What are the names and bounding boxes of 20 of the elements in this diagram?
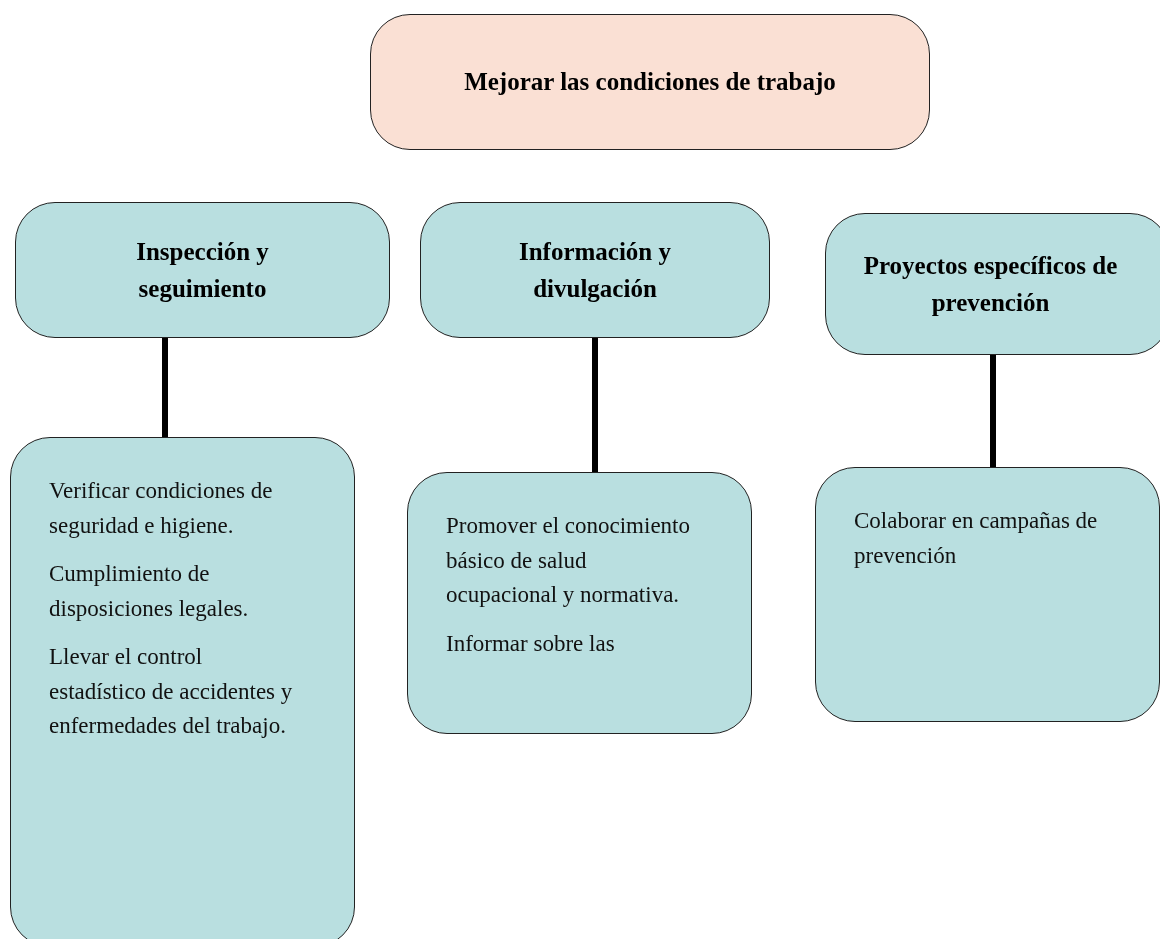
rounded-box xyxy=(407,472,752,734)
rounded-box xyxy=(370,14,930,150)
box-heading: Mejorar las condiciones de trabajo xyxy=(464,67,836,98)
box-heading: Inspección y seguimiento xyxy=(135,236,270,304)
box-text: Promover el conocimiento básico de salud ocupacional y normativa. xyxy=(446,512,691,609)
box-heading: Información y divulgación xyxy=(517,236,673,304)
rounded-box xyxy=(420,202,770,338)
box-text: Colaborar en campañas de prevención xyxy=(854,507,1099,570)
box-text: Cumplimiento de disposiciones legales. xyxy=(49,560,250,623)
rounded-box xyxy=(825,213,1160,355)
connector-line xyxy=(990,355,996,467)
box-heading: Proyectos específicos de prevención xyxy=(862,250,1119,318)
rounded-box xyxy=(10,437,355,939)
box-text: Verificar condiciones de seguridad e higiene. xyxy=(49,477,274,540)
rounded-box xyxy=(15,202,390,338)
box-text: Informar sobre las xyxy=(446,629,616,658)
box-text: Llevar el control estadístico de accidentes y enfermedades del trabajo. xyxy=(49,643,294,740)
connector-line xyxy=(162,338,168,437)
connector-line xyxy=(592,338,598,472)
rounded-box xyxy=(815,467,1160,722)
